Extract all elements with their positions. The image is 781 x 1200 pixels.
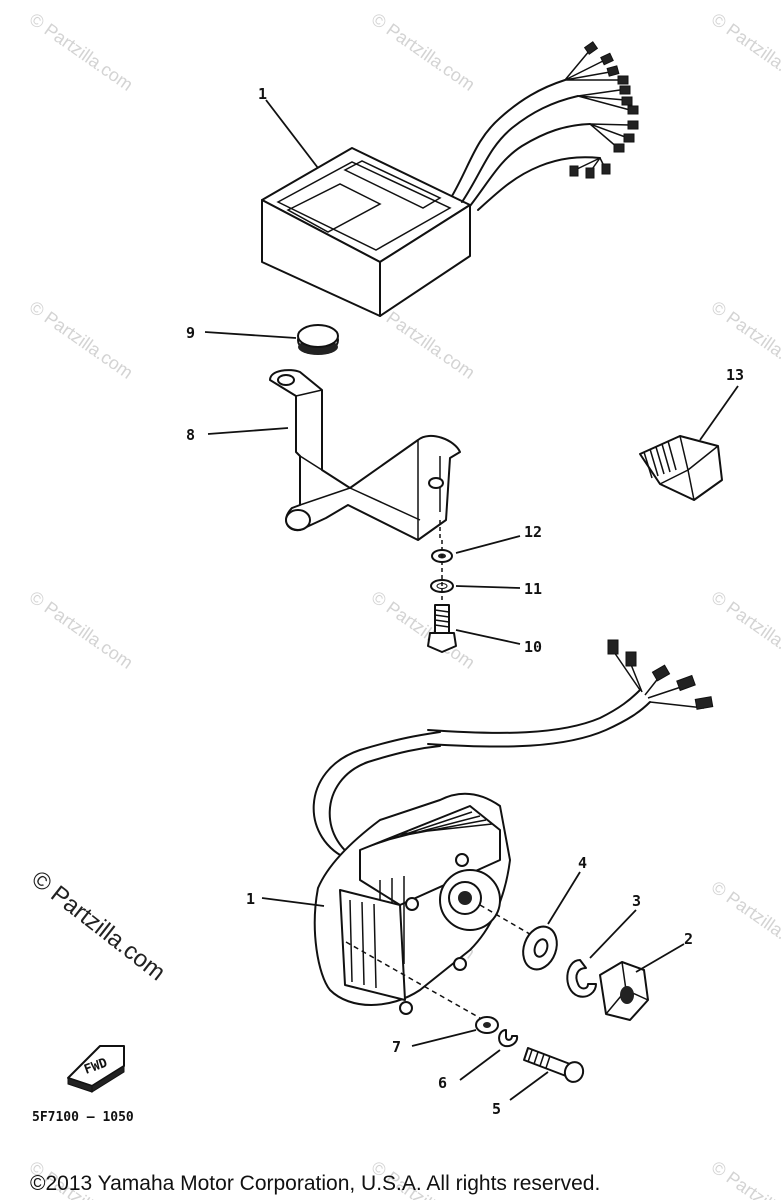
watermark: © Partzilla.com bbox=[708, 9, 781, 95]
watermark: © Partzilla.com bbox=[708, 587, 781, 673]
rubber-cap-drawing[interactable] bbox=[204, 324, 339, 355]
cdi-unit-drawing[interactable] bbox=[261, 41, 639, 317]
small-washer-drawing[interactable] bbox=[411, 1016, 499, 1047]
bolt-drawing[interactable] bbox=[427, 604, 521, 653]
watermark: © Partzilla.com bbox=[708, 1157, 781, 1200]
callout-3: 3 bbox=[632, 892, 641, 910]
callout-9: 9 bbox=[186, 324, 195, 342]
fwd-direction-badge: FWD bbox=[67, 1045, 125, 1093]
hex-nut-drawing[interactable] bbox=[599, 943, 685, 1021]
watermark: © Partzilla.com bbox=[26, 587, 137, 673]
watermark: © Partzilla.com bbox=[708, 877, 781, 963]
callout-13: 13 bbox=[726, 366, 744, 384]
small-lock-washer-drawing[interactable] bbox=[459, 1029, 519, 1081]
callout-10: 10 bbox=[524, 638, 542, 656]
stator-base-assembly-drawing[interactable] bbox=[261, 639, 714, 1015]
callout-11: 11 bbox=[524, 580, 542, 598]
screw-drawing[interactable] bbox=[509, 1047, 586, 1101]
plug-drawing[interactable] bbox=[639, 385, 739, 501]
callout-1-bottom: 1 bbox=[246, 890, 255, 908]
copyright-notice: ©2013 Yamaha Motor Corporation, U.S.A. A… bbox=[30, 1172, 600, 1195]
callout-4: 4 bbox=[578, 854, 587, 872]
watermark: © Partzilla.com bbox=[708, 297, 781, 383]
drawing-number: 5F7100 – 1050 bbox=[32, 1110, 134, 1125]
callout-12: 12 bbox=[524, 523, 542, 541]
callout-7: 7 bbox=[392, 1038, 401, 1056]
plain-washer-drawing[interactable] bbox=[517, 871, 581, 974]
watermark: © Partzilla.com bbox=[26, 297, 137, 383]
callout-6: 6 bbox=[438, 1074, 447, 1092]
watermark: © Partzilla.com bbox=[368, 9, 479, 95]
callout-8: 8 bbox=[186, 426, 195, 444]
side-watermark: © Partzilla.com bbox=[26, 865, 170, 986]
callout-1-top: 1 bbox=[258, 85, 267, 103]
bracket-drawing[interactable] bbox=[207, 369, 461, 541]
callout-2: 2 bbox=[684, 930, 693, 948]
lock-washer-drawing[interactable] bbox=[566, 909, 637, 998]
callout-5: 5 bbox=[492, 1100, 501, 1118]
watermark: © Partzilla.com bbox=[26, 9, 137, 95]
watermark: © Partzilla.com bbox=[368, 587, 479, 673]
nut-drawing[interactable] bbox=[431, 535, 521, 563]
spring-washer-drawing[interactable] bbox=[430, 579, 521, 593]
